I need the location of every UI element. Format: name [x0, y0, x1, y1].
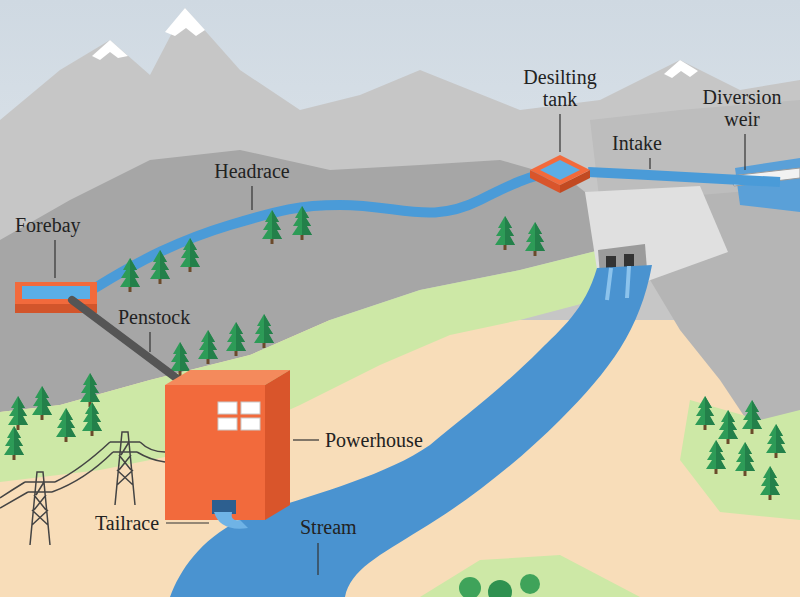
tree — [180, 238, 200, 272]
leader-line — [251, 186, 252, 210]
tree — [4, 426, 24, 460]
tailrace-water — [214, 512, 248, 529]
desilting-tank-water — [540, 160, 580, 180]
snow-cap — [664, 60, 698, 78]
tree — [718, 410, 738, 444]
leader-line — [293, 439, 319, 440]
tree — [198, 330, 218, 364]
tree — [742, 400, 762, 434]
window — [218, 418, 237, 430]
leader-lines — [55, 114, 745, 575]
tree — [32, 386, 52, 420]
power-wire — [0, 442, 165, 498]
window — [241, 418, 260, 430]
window — [241, 402, 260, 414]
round-tree — [520, 574, 540, 594]
tree — [120, 258, 140, 292]
tree — [226, 322, 246, 356]
sluice-gate — [624, 254, 634, 268]
leader-line — [317, 543, 318, 575]
tree — [760, 466, 780, 500]
round-tree — [488, 580, 512, 597]
tree — [262, 210, 282, 244]
spillway-flow — [607, 266, 629, 300]
forebay-water — [22, 286, 90, 299]
leader-line — [149, 332, 150, 352]
part-label: Stream — [300, 516, 357, 538]
tree — [766, 424, 786, 458]
powerhouse-side — [265, 370, 290, 520]
tree — [56, 408, 76, 442]
round-tree — [459, 577, 481, 597]
leader-line — [649, 158, 650, 169]
part-label: Tailrace — [95, 512, 159, 534]
tree — [82, 402, 102, 436]
intake-channel — [588, 172, 780, 182]
leader-line — [166, 522, 209, 523]
tree — [254, 314, 274, 348]
tree — [80, 373, 100, 407]
part-label: Intake — [612, 132, 662, 154]
forebay — [15, 282, 97, 304]
powerhouse-building — [165, 385, 265, 520]
tree — [292, 206, 312, 240]
power-wire — [0, 452, 165, 508]
part-label: Headrace — [214, 160, 290, 182]
tree — [735, 442, 755, 476]
leader-line — [559, 114, 560, 152]
tree — [525, 222, 545, 256]
part-label: Powerhouse — [325, 429, 423, 451]
part-label: Penstock — [118, 306, 190, 328]
desilting-tank — [530, 155, 590, 185]
tree — [695, 396, 715, 430]
snow-cap — [92, 40, 128, 60]
transmission-tower — [110, 432, 140, 505]
transmission-line — [0, 432, 165, 545]
window — [218, 402, 237, 414]
headrace-channel — [95, 172, 555, 288]
part-label: Desilting tank — [510, 66, 610, 110]
grass-patch — [420, 555, 640, 597]
part-label: Diversion weir — [692, 86, 792, 130]
leader-line — [54, 240, 55, 278]
tree — [706, 440, 726, 474]
transmission-tower — [25, 472, 55, 545]
snow-cap — [165, 8, 205, 36]
tree — [495, 216, 515, 250]
leader-line — [744, 134, 745, 170]
tree — [8, 396, 28, 430]
tree-group — [4, 206, 786, 500]
tree — [150, 250, 170, 284]
tailrace-outlet — [212, 500, 236, 514]
grass-patch — [680, 400, 800, 520]
part-label: Forebay — [15, 214, 81, 236]
